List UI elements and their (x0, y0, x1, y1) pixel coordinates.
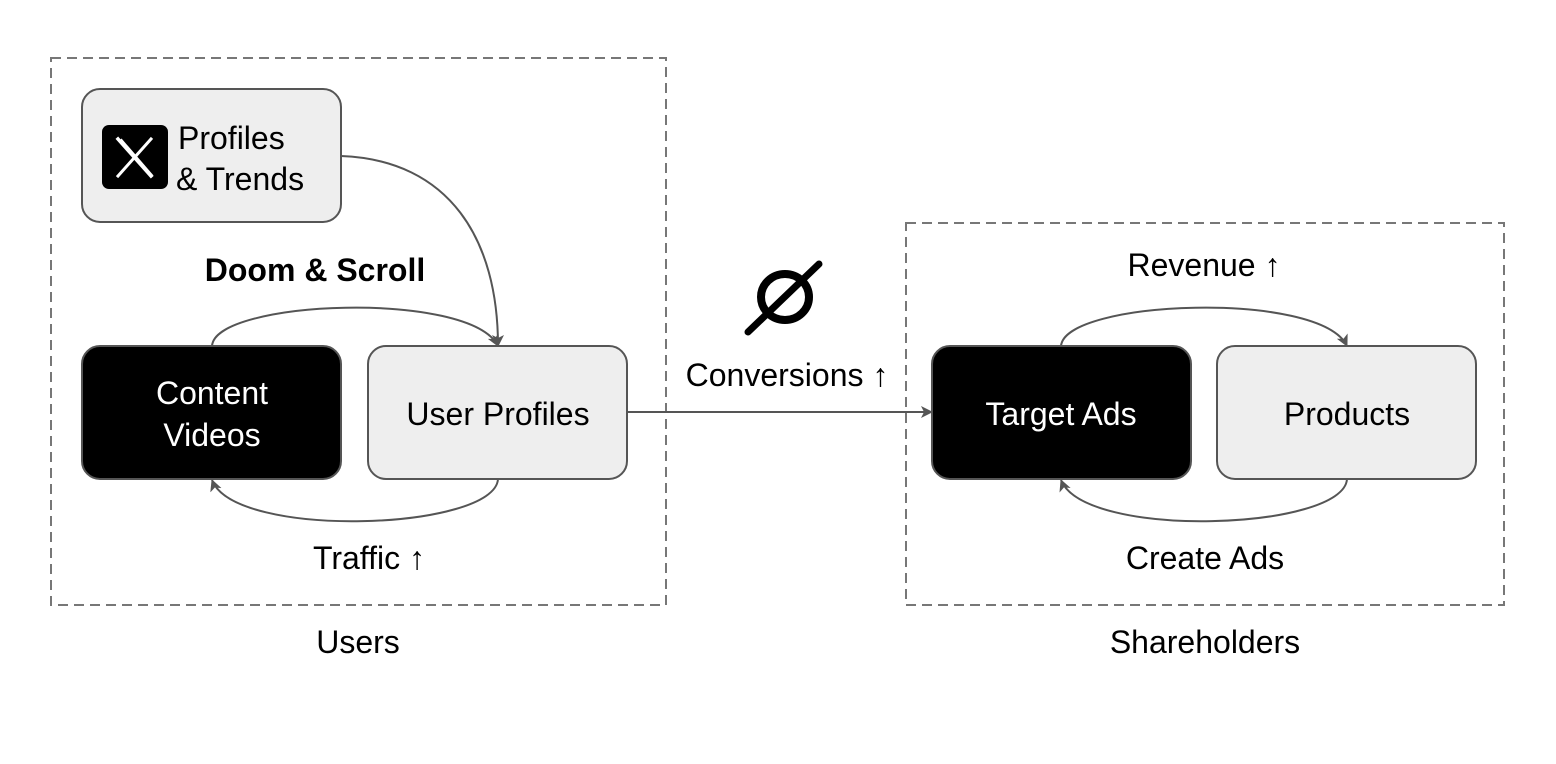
node-profiles-trends: Profiles & Trends (81, 88, 342, 223)
x-logo-icon (102, 125, 168, 189)
conversions-label: Conversions ↑ (686, 357, 889, 393)
users-caption: Users (316, 624, 400, 660)
users-group-box (50, 57, 667, 606)
shareholders-group-box (905, 222, 1505, 606)
traffic-label: Traffic ↑ (313, 540, 425, 576)
revenue-label: Revenue ↑ (1128, 247, 1281, 283)
edge-profiles-trends-to-user-profiles (340, 155, 504, 347)
doom-scroll-label: Doom & Scroll (205, 252, 425, 288)
node-target-ads: Target Ads (931, 345, 1192, 480)
products-label: Products (1284, 396, 1410, 432)
node-user-profiles: User Profiles (367, 345, 628, 480)
create-ads-label: Create Ads (1126, 540, 1284, 576)
user-profiles-label: User Profiles (406, 396, 589, 432)
edge-content-videos-to-user-profiles (211, 306, 499, 347)
node-content-videos: Content Videos (81, 345, 342, 480)
target-ads-label: Target Ads (985, 396, 1136, 432)
edge-target-ads-to-products (1060, 306, 1348, 347)
profiles-trends-line1: Profiles (178, 120, 285, 156)
edge-products-to-target-ads (1059, 478, 1348, 523)
shareholders-caption: Shareholders (1110, 624, 1300, 660)
empty-set-icon (744, 260, 823, 336)
profiles-trends-line2: & Trends (176, 161, 304, 197)
edge-user-profiles-to-content-videos (210, 478, 499, 523)
content-videos-line1: Content (156, 375, 268, 411)
content-videos-line2: Videos (163, 417, 260, 453)
node-products: Products (1216, 345, 1477, 480)
